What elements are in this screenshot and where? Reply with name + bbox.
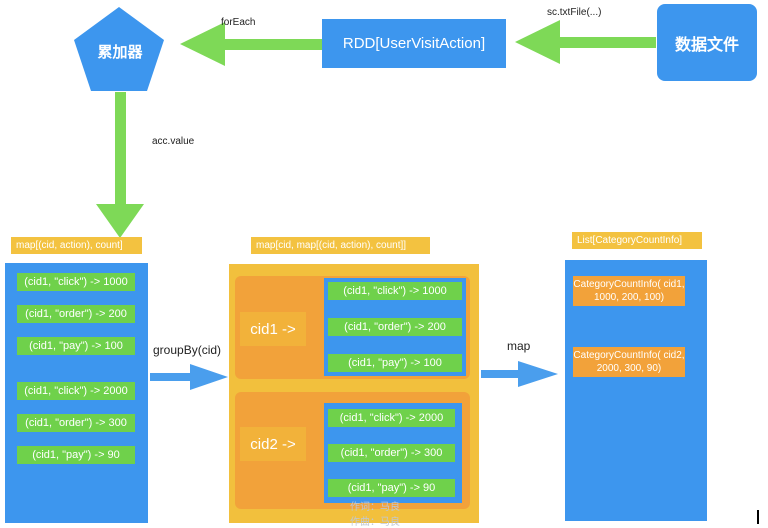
group-item: (cid1, "pay") -> 100: [328, 354, 462, 372]
edge-label-acc-value: acc.value: [152, 136, 195, 147]
data-file-node: 数据文件: [657, 4, 757, 81]
left-item: (cid1, "click") -> 2000: [17, 382, 135, 400]
left-item: (cid1, "click") -> 1000: [17, 273, 135, 291]
left-item: (cid1, "pay") -> 90: [17, 446, 135, 464]
accumulator-node: 累加器: [97, 43, 143, 61]
accumulator-shape: [74, 7, 164, 91]
group-item: (cid1, "click") -> 1000: [328, 282, 462, 300]
arrow-map: [481, 370, 521, 378]
cursor-mark: [757, 510, 759, 524]
rdd-node: RDD[UserVisitAction]: [322, 19, 506, 68]
watermark-line-1: 作词：马良: [350, 502, 400, 513]
arrow-acc-value: [115, 92, 126, 208]
arrow-txtfile-head: [515, 20, 560, 64]
right-item: CategoryCountInfo( cid2, 2000, 300, 90): [573, 347, 685, 377]
group-item: (cid1, "click") -> 2000: [328, 409, 455, 427]
left-panel-title: map[(cid, action), count]: [11, 237, 142, 254]
arrow-groupby: [150, 373, 194, 381]
arrow-groupby-head: [190, 364, 228, 390]
group-item: (cid1, "order") -> 200: [328, 318, 462, 336]
edge-label-txtfile: sc.txtFile(...): [547, 7, 602, 18]
left-item: (cid1, "pay") -> 100: [17, 337, 135, 355]
group-cid2-key: cid2 ->: [240, 427, 306, 461]
group-item: (cid1, "pay") -> 90: [328, 479, 455, 497]
arrow-foreach: [222, 39, 322, 50]
watermark-line-2: 作曲：马良: [350, 517, 400, 528]
edge-label-foreach: forEach: [221, 17, 256, 28]
left-item: (cid1, "order") -> 200: [17, 305, 135, 323]
group-item: (cid1, "order") -> 300: [328, 444, 455, 462]
edge-label-map: map: [507, 339, 531, 353]
edge-label-groupby: groupBy(cid): [153, 343, 222, 357]
right-panel-title: List[CategoryCountInfo]: [572, 232, 702, 249]
group-cid1-key: cid1 ->: [240, 312, 306, 346]
arrow-txtfile: [555, 37, 656, 48]
left-item: (cid1, "order") -> 300: [17, 414, 135, 432]
right-item: CategoryCountInfo( cid1, 1000, 200, 100): [573, 276, 685, 306]
arrow-acc-value-head: [96, 204, 144, 238]
middle-panel-title: map[cid, map[(cid, action), count]]: [251, 237, 430, 254]
arrow-foreach-head: [180, 22, 225, 66]
arrow-map-head: [518, 361, 558, 387]
